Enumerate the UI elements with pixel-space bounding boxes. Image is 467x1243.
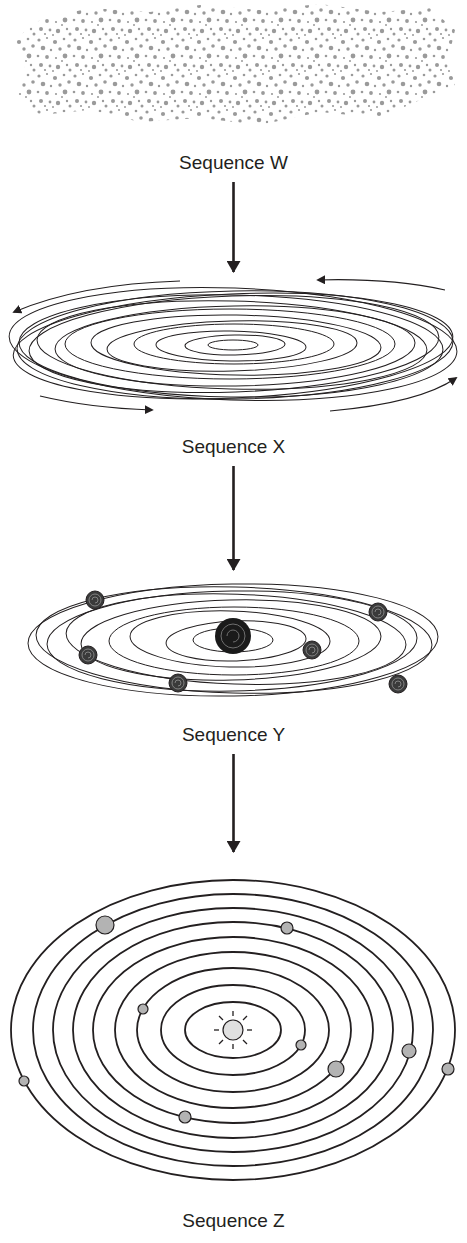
dust-cloud bbox=[14, 4, 455, 125]
protoplanetary-disk bbox=[27, 580, 439, 699]
flow-arrow bbox=[232, 182, 235, 272]
spinning-disk bbox=[7, 280, 459, 408]
planet-orbit bbox=[11, 880, 455, 1180]
sequence-label: Sequence X bbox=[179, 436, 289, 458]
protostar bbox=[215, 618, 251, 654]
protoplanet bbox=[79, 591, 407, 693]
rotation-arrow bbox=[14, 280, 456, 411]
planet bbox=[19, 916, 454, 1123]
sequence-stage: Sequence W bbox=[8, 0, 459, 182]
flow-arrow bbox=[232, 466, 235, 570]
sequence-label: Sequence Y bbox=[179, 724, 288, 746]
sequence-stage: Sequence Z bbox=[8, 852, 459, 1240]
sequence-label: Sequence Z bbox=[179, 1210, 287, 1232]
sun bbox=[214, 1011, 252, 1049]
sequence-stage: Sequence X bbox=[8, 272, 459, 466]
flow-arrow bbox=[232, 754, 235, 852]
sequence-stage: Sequence Y bbox=[8, 570, 459, 754]
sequence-label: Sequence W bbox=[176, 152, 291, 174]
